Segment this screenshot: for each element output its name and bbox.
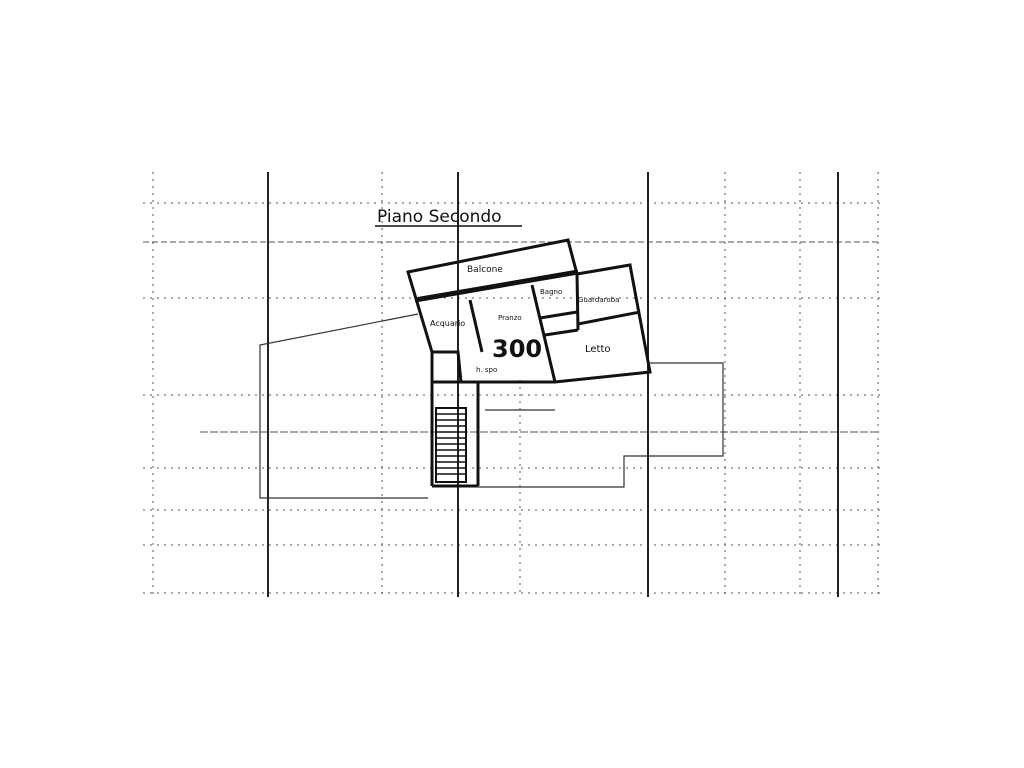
room-label-wardrobe: Guardaroba <box>578 296 619 304</box>
apartment-walls <box>406 238 652 488</box>
staircase <box>435 407 467 483</box>
room-label-aquarium: Acquario <box>430 319 465 328</box>
plan-title: Piano Secondo <box>377 207 502 227</box>
room-label-balcony: Balcone <box>467 265 503 275</box>
room-label-dining: Pranzo <box>498 314 522 322</box>
grid-lines <box>143 172 880 597</box>
plan-number: 300 <box>492 335 542 363</box>
room-label-bathroom: Bagno <box>540 288 562 296</box>
room-label-hall: h. spo <box>476 366 497 374</box>
room-label-bedroom: Letto <box>585 344 611 355</box>
building-outline <box>259 313 724 499</box>
